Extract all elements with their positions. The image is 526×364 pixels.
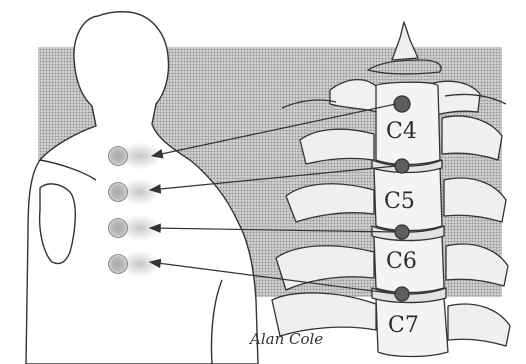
vertebra-label-c7: C7 <box>388 313 419 338</box>
trigger-point-c5 <box>109 183 128 202</box>
trigger-point-c4 <box>109 147 128 166</box>
artist-signature: Alan Cole <box>248 330 323 348</box>
vertebra-label-c5: C5 <box>384 189 415 214</box>
trigger-point-c7 <box>109 255 128 274</box>
vertebra-label-c4: C4 <box>386 119 417 144</box>
vertebra-label-c6: C6 <box>386 249 417 274</box>
trigger-point-c6 <box>109 219 128 238</box>
